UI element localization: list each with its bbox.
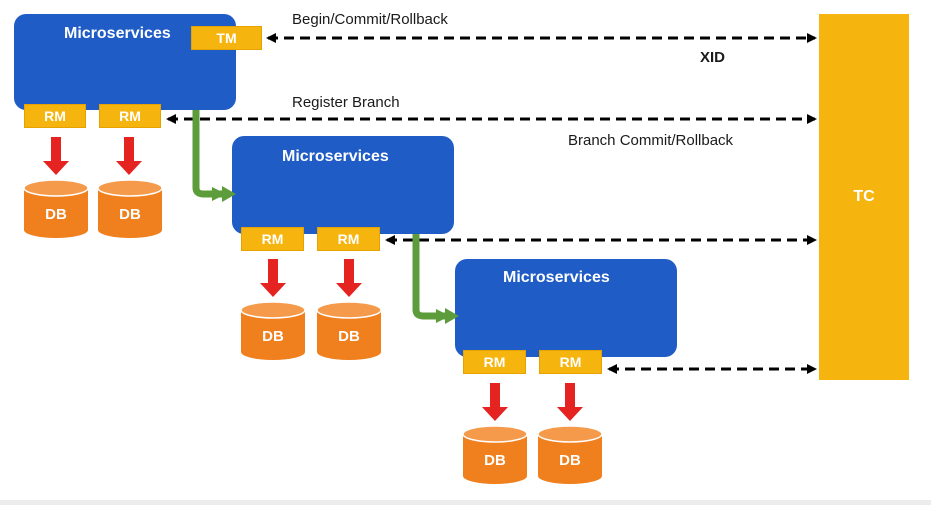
db-cylinder-2b xyxy=(316,301,382,360)
db-cylinder-1a xyxy=(23,179,89,238)
db-label: DB xyxy=(45,206,67,223)
microservice-title: Microservices xyxy=(503,269,610,286)
xid-label: XID xyxy=(700,49,726,66)
tc-box: TC xyxy=(819,14,909,380)
microservice-box-3: Microservices xyxy=(455,259,677,357)
register-branch-label: Register Branch xyxy=(292,94,400,111)
tc-label: TC xyxy=(853,188,875,205)
db-label: DB xyxy=(262,328,284,345)
branch-commit-rollback-label: Branch Commit/Rollback xyxy=(568,132,734,149)
green-call-arrow-1 xyxy=(192,103,226,201)
microservice-title: Microservices xyxy=(64,25,171,42)
db-label: DB xyxy=(559,452,581,469)
db-cylinder-2a xyxy=(240,301,306,360)
db-label: DB xyxy=(119,206,141,223)
bottom-divider xyxy=(0,500,931,505)
tm-tag: TM xyxy=(191,26,262,50)
db-label: DB xyxy=(484,452,506,469)
rm-tag: RM xyxy=(317,227,380,251)
begin-commit-rollback-label: Begin/Commit/Rollback xyxy=(292,11,448,28)
rm-tag: RM xyxy=(241,227,304,251)
db-label: DB xyxy=(338,328,360,345)
rm-tag: RM xyxy=(99,104,161,128)
rm-tag: RM xyxy=(24,104,86,128)
rm-tag: RM xyxy=(463,350,526,374)
microservice-title: Microservices xyxy=(282,148,389,165)
green-call-arrow-2 xyxy=(412,226,450,323)
db-cylinder-3b xyxy=(537,425,603,484)
red-arrow xyxy=(43,137,583,421)
db-cylinder-3a xyxy=(462,425,528,484)
db-cylinder-1b xyxy=(97,179,163,238)
microservice-box-2: Microservices xyxy=(232,136,454,234)
rm-tag: RM xyxy=(539,350,602,374)
